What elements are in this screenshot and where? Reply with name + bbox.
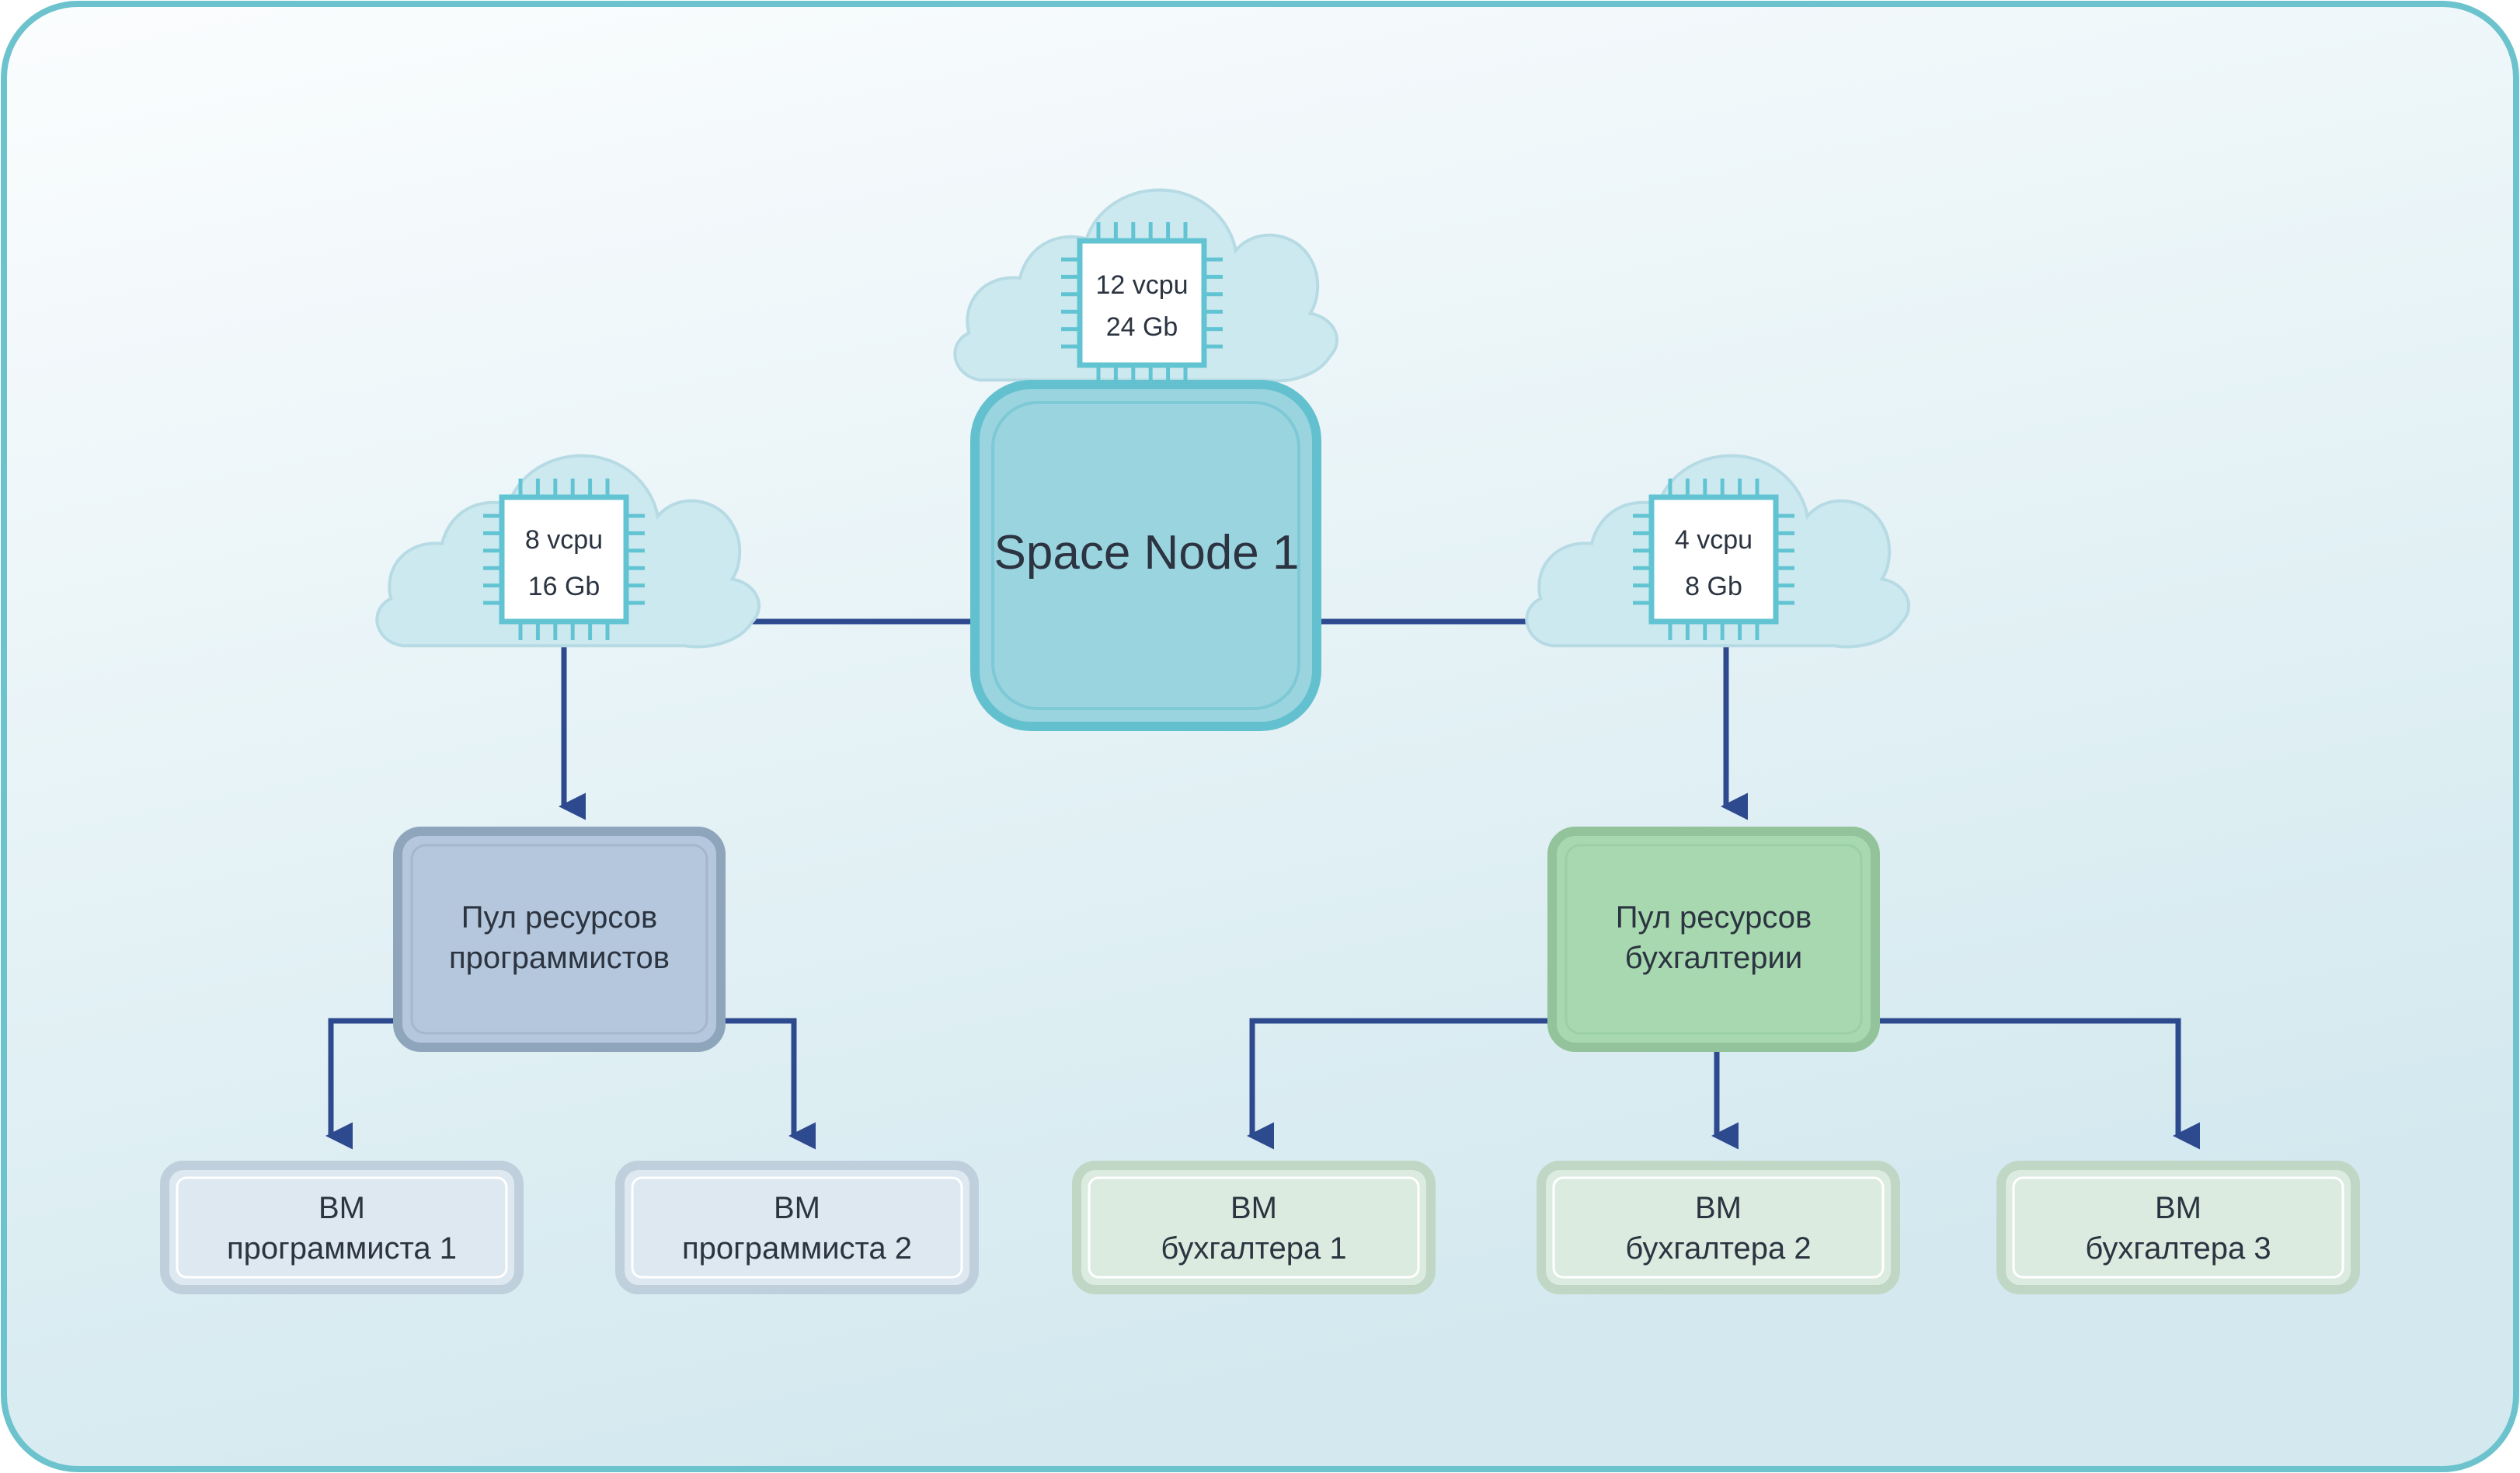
vm-developer-1-line1: ВМ [318, 1191, 365, 1225]
chip-left: 8 vcpu 16 Gb [483, 479, 645, 640]
main-node: Space Node 1 [970, 380, 1321, 731]
pool-developers-line2: программистов [449, 941, 670, 975]
vm-developer-2: ВМ программиста 2 [615, 1161, 979, 1294]
pool-accounting-line2: бухгалтерии [1625, 941, 1802, 975]
vm-accountant-2: ВМ бухгалтера 2 [1537, 1161, 1900, 1294]
arrow-dev-pool-to-vm1 [325, 1018, 396, 1150]
main-node-label: Space Node 1 [994, 526, 1300, 580]
vm-developer-1: ВМ программиста 1 [160, 1161, 524, 1294]
cpu-chip-icon [1648, 494, 1779, 625]
vm-accountant-1-line1: ВМ [1230, 1191, 1277, 1225]
pool-accounting: Пул ресурсов бухгалтерии [1547, 827, 1880, 1052]
vm-accountant-3-line2: бухгалтера 3 [2085, 1231, 2271, 1266]
arrow-acc-pool-to-vm3 [1875, 1018, 2200, 1150]
chip-right-vcpu: 4 vcpu [1675, 525, 1753, 555]
chip-left-pins [483, 479, 645, 640]
vm-accountant-3-line1: ВМ [2155, 1191, 2202, 1225]
pool-accounting-line1: Пул ресурсов [1616, 900, 1812, 935]
chip-top-memory: 24 Gb [1106, 312, 1178, 342]
chip-left-memory: 16 Gb [528, 572, 600, 601]
chip-top: 12 vcpu 24 Gb [1061, 222, 1223, 384]
vm-accountant-2-line1: ВМ [1695, 1191, 1742, 1225]
chip-top-vcpu: 12 vcpu [1095, 270, 1188, 300]
pool-developers: Пул ресурсов программистов [393, 827, 726, 1052]
arrow-dev-pool-to-vm2 [722, 1018, 816, 1150]
chip-right-memory: 8 Gb [1685, 572, 1742, 601]
cpu-chip-icon [499, 494, 629, 625]
vm-accountant-1-line2: бухгалтера 1 [1161, 1231, 1346, 1266]
vm-accountant-3: ВМ бухгалтера 3 [1996, 1161, 2360, 1294]
chip-right: 4 vcpu 8 Gb [1633, 479, 1794, 640]
vm-developer-2-line2: программиста 2 [682, 1231, 912, 1266]
arrow-acc-pool-to-vm1 [1247, 1018, 1552, 1150]
chip-right-pins [1633, 479, 1794, 640]
chip-left-vcpu: 8 vcpu [525, 525, 603, 555]
pool-developers-line1: Пул ресурсов [461, 900, 658, 935]
vm-developer-2-line1: ВМ [774, 1191, 820, 1225]
vm-accountant-1: ВМ бухгалтера 1 [1072, 1161, 1436, 1294]
vm-accountant-2-line2: бухгалтера 2 [1625, 1231, 1811, 1266]
vm-developer-1-line2: программиста 1 [227, 1231, 457, 1266]
cpu-chip-icon [1077, 238, 1207, 368]
